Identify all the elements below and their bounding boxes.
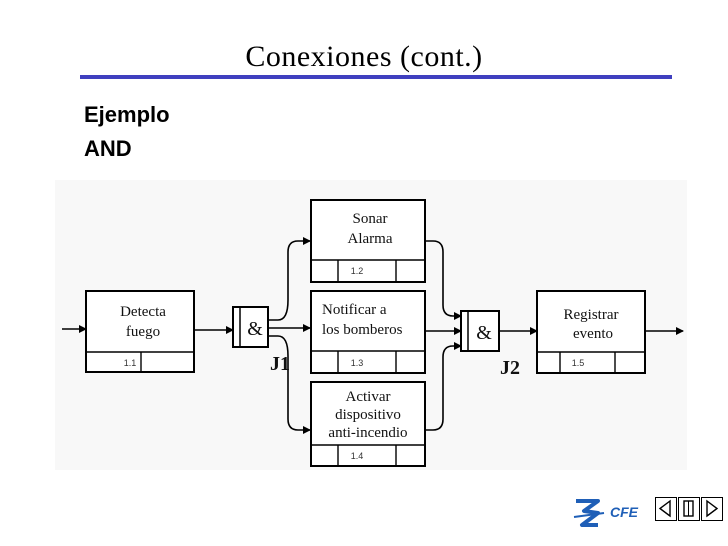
block-text-line: Alarma [348, 231, 393, 247]
junction-label: J1 [270, 353, 290, 375]
block-id: 1.4 [351, 451, 364, 461]
block-text-line: evento [573, 326, 613, 342]
subtitle-and: AND [84, 136, 132, 161]
nav-prev-icon [658, 499, 671, 518]
junction-label: J2 [500, 357, 520, 379]
block-id: 1.1 [124, 358, 137, 368]
block-sonar-alarma: Sonar Alarma 1.2 [310, 199, 426, 283]
block-text-line: Detecta [120, 304, 166, 320]
block-text-line: los bomberos [322, 322, 403, 338]
connector-lines [62, 237, 684, 434]
block-id: 1.2 [351, 266, 364, 276]
block-text-line: Registrar [564, 307, 619, 323]
block-activar-dispositivo: Activar dispositivo anti-incendio 1.4 [310, 381, 426, 467]
nav-prev-button[interactable] [655, 497, 677, 521]
cfe-logo-text: CFE [610, 504, 638, 520]
block-text-line: dispositivo [335, 407, 401, 423]
block-id: 1.5 [572, 358, 585, 368]
block-registrar-evento: Registrar evento 1.5 [536, 290, 646, 374]
nav-home-button[interactable] [678, 497, 700, 521]
slide-title: Conexiones (cont.) [245, 40, 483, 73]
nav-next-icon [706, 499, 719, 518]
cfe-logo-icon [573, 499, 605, 527]
block-id: 1.3 [351, 358, 364, 368]
block-text-line: anti-incendio [328, 425, 407, 441]
block-notificar-bomberos: Notificar a los bomberos 1.3 [310, 290, 426, 374]
title-rule [80, 75, 672, 79]
junction-symbol: & [476, 322, 492, 344]
nav-next-button[interactable] [701, 497, 723, 521]
junction-j2: & J2 [460, 310, 520, 379]
junction-j1: & J1 [232, 306, 290, 375]
block-text-line: Activar [346, 389, 391, 405]
subtitle-ejemplo: Ejemplo [84, 102, 170, 127]
block-text-line: Notificar a [322, 302, 387, 318]
block-text-line: Sonar [353, 211, 388, 227]
junction-symbol: & [247, 318, 263, 340]
block-detecta-fuego: Detecta fuego 1.1 [85, 290, 195, 373]
nav-home-icon [683, 500, 694, 517]
block-text-line: fuego [126, 324, 160, 340]
